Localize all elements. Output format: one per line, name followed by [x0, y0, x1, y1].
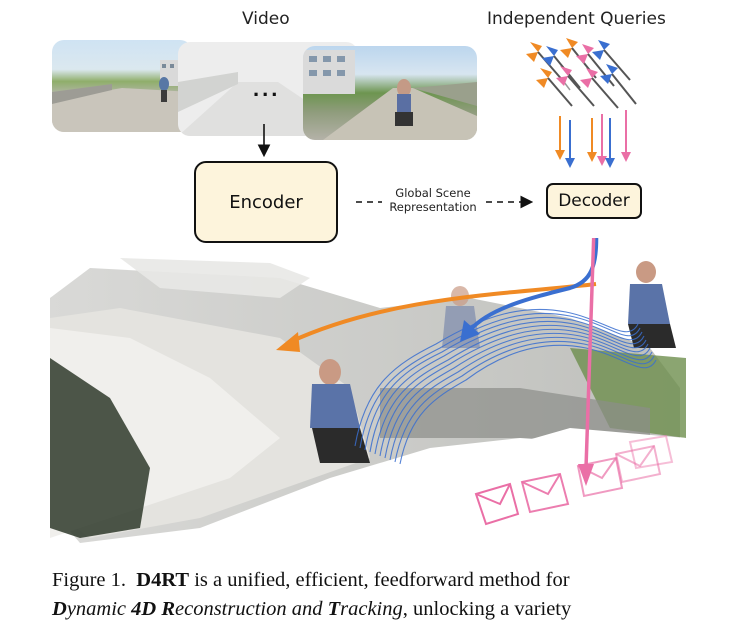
caption-tracking: racking: [340, 598, 403, 620]
orange-track-arrow: [289, 282, 597, 344]
caption-dynamic: ynamic: [66, 598, 132, 620]
encoder-label: Encoder: [229, 191, 303, 213]
figure-label: Figure 1.: [52, 569, 127, 591]
caption-bold-t: T: [327, 598, 341, 620]
dart-icon: [536, 68, 573, 107]
caption-line-2: Dynamic 4D Reconstruction and Tracking, …: [52, 595, 684, 624]
caption-line-1: Figure 1. D4RT is a unified, efficient, …: [52, 566, 684, 595]
dart-icon: [600, 64, 637, 105]
figure-caption: Figure 1. D4RT is a unified, efficient, …: [52, 566, 684, 624]
encoder-box: Encoder: [194, 161, 338, 243]
dart-icon: [580, 68, 619, 109]
dart-icon: [542, 46, 581, 89]
queries-label: Independent Queries: [487, 9, 666, 29]
scene-line-1: Global Scene: [395, 186, 471, 200]
scene-line-2: Representation: [389, 200, 477, 214]
video-label: Video: [242, 9, 290, 29]
caption-reconstruction: econstruction and: [175, 598, 328, 620]
caption-bold-4dr: 4D R: [131, 598, 175, 620]
caption-line1-rest: is a unified, efficient, feedforward met…: [189, 569, 570, 591]
caption-line2-tail: , unlocking a variety: [402, 598, 572, 620]
dart-icon: [592, 40, 631, 81]
person-figure: [628, 261, 676, 348]
scene-representation-label: Global Scene Representation: [380, 186, 486, 214]
video-frame-3: [303, 46, 477, 140]
pink-camera-arrow: [584, 238, 596, 469]
blue-arrowhead: [460, 320, 480, 342]
video-frame-3-art: [303, 50, 477, 140]
orange-arrowhead: [276, 332, 300, 352]
dart-icon: [576, 44, 615, 87]
decoder-label: Decoder: [558, 191, 630, 211]
decoder-box: Decoder: [546, 183, 642, 219]
dart-icon: [556, 66, 595, 107]
queries-darts: [526, 38, 637, 168]
query-arrows: [555, 110, 631, 168]
method-name: D4RT: [136, 569, 190, 591]
pink-arrowhead: [578, 464, 594, 486]
reconstruction-scene: [50, 238, 686, 543]
caption-bold-d: D: [52, 598, 67, 620]
blue-trajectories: [354, 308, 657, 465]
ellipsis: ...: [253, 76, 281, 101]
person-figure: [310, 359, 370, 463]
